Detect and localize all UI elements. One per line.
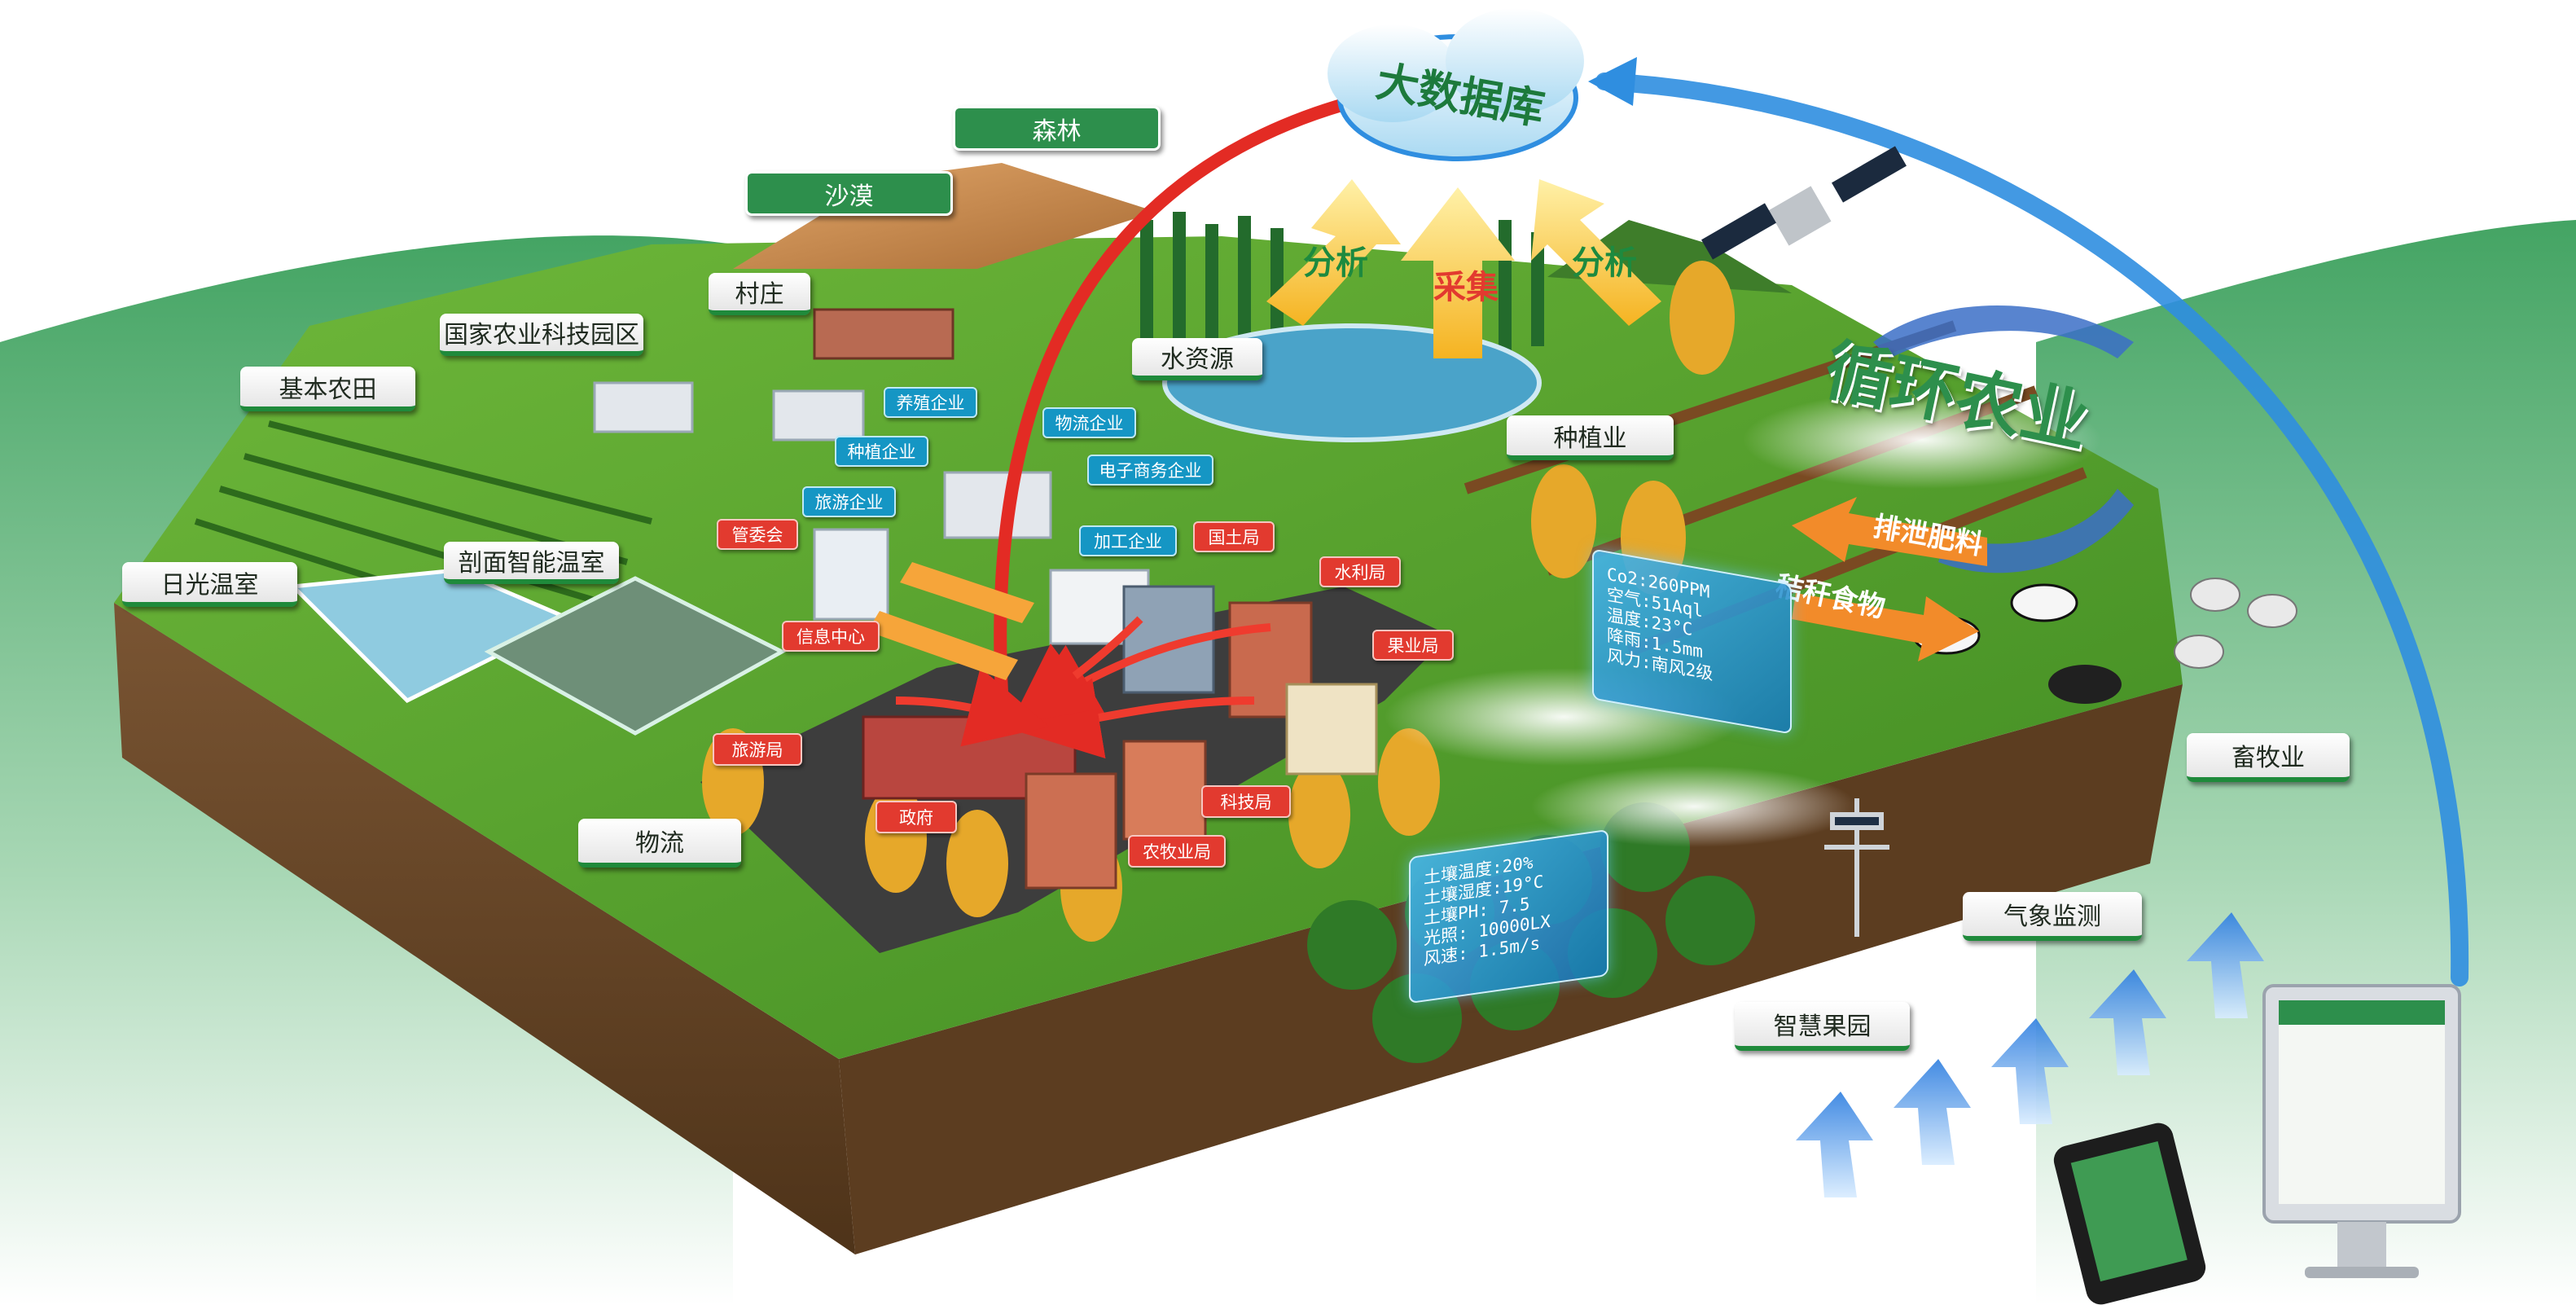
- label-desert: 沙漠: [745, 171, 953, 216]
- return-arc: [1595, 72, 2469, 986]
- orange-arrow-1: [900, 562, 1034, 623]
- sheep-icon: [2174, 578, 2297, 669]
- forest: [1140, 212, 1544, 350]
- satellite-icon: [1701, 146, 1907, 260]
- manure-arrow: [1792, 497, 1987, 566]
- cloud-icon: [1327, 8, 1584, 161]
- tag-committee: 管委会: [717, 519, 798, 550]
- analyze-left-arrow: [1266, 179, 1401, 326]
- straw-arrow: [1792, 593, 1979, 661]
- tag-processing-enterprise: 加工企业: [1079, 525, 1177, 556]
- label-water: 水资源: [1132, 338, 1262, 380]
- tag-tourism-bureau: 旅游局: [713, 733, 802, 766]
- tag-science-bureau: 科技局: [1201, 785, 1291, 818]
- label-planting: 种植业: [1507, 415, 1674, 460]
- tag-government: 政府: [875, 801, 957, 833]
- data-down-arrows: [1796, 912, 2264, 1197]
- orange-arrow-2: [867, 611, 1018, 680]
- monitor-icon: [2262, 984, 2461, 1278]
- upload-arc: [994, 91, 1375, 699]
- return-arc-head: [1588, 57, 1637, 106]
- tag-land-bureau: 国土局: [1193, 521, 1275, 552]
- tag-planting-enterprise: 种植企业: [835, 436, 928, 467]
- soil-left-face: [114, 603, 855, 1254]
- label-sunlight-greenhouse: 日光温室: [122, 562, 297, 607]
- label-weather: 气象监测: [1963, 892, 2142, 941]
- collect-label: 采集: [1433, 269, 1499, 306]
- desert-dune: [733, 163, 1156, 269]
- tag-fruit-bureau: 果业局: [1372, 630, 1454, 661]
- weather-station-icon: [1824, 798, 1889, 937]
- soil-sensor-panel: 土壤温度:20% 土壤湿度:19°C 土壤PH: 7.5 光照: 10000LX…: [1409, 828, 1608, 1004]
- tag-agri-livestock-bureau: 农牧业局: [1128, 835, 1226, 868]
- tag-info-center: 信息中心: [782, 621, 880, 652]
- label-livestock: 畜牧业: [2187, 733, 2350, 782]
- circular-swirl: [1873, 305, 2134, 358]
- section-greenhouse: [484, 576, 787, 736]
- analyze-right-label: 分析: [1572, 244, 1637, 282]
- label-forest: 森林: [953, 106, 1161, 151]
- tag-tourism-enterprise: 旅游企业: [802, 486, 896, 517]
- label-section-greenhouse: 剖面智能温室: [444, 542, 619, 584]
- tag-water-bureau: 水利局: [1319, 556, 1401, 587]
- tag-logistics-enterprise: 物流企业: [1042, 407, 1136, 438]
- fog-mid: [1531, 766, 1857, 847]
- label-tech-park: 国家农业科技园区: [440, 314, 643, 356]
- buildings: [593, 308, 1378, 890]
- analyze-left-label: 分析: [1303, 244, 1368, 282]
- analyze-right-arrow: [1531, 179, 1661, 326]
- data-flow-arrows: [895, 616, 1271, 759]
- label-farmland: 基本农田: [240, 367, 415, 411]
- label-orchard: 智慧果园: [1735, 1002, 1910, 1051]
- tag-breeding-enterprise: 养殖企业: [884, 387, 977, 418]
- label-logistics: 物流: [578, 819, 741, 868]
- collect-arrow: [1401, 187, 1515, 358]
- smartphone-icon: [2053, 1123, 2206, 1305]
- tag-ecommerce-enterprise: 电子商务企业: [1087, 455, 1213, 486]
- label-village: 村庄: [709, 273, 810, 315]
- fog-right: [1743, 391, 2101, 489]
